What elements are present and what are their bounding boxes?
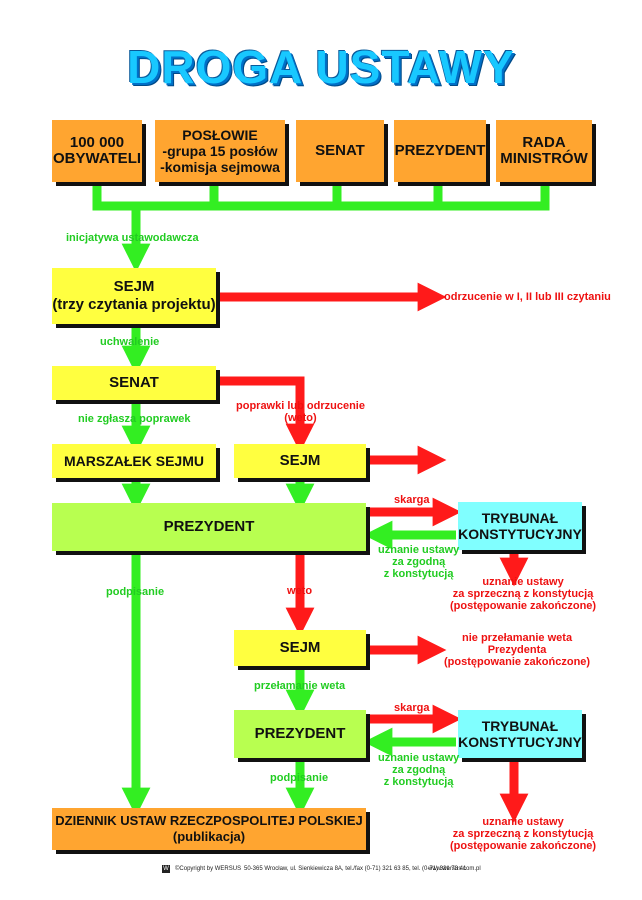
label-przelamanie: przełamanie weta	[254, 680, 346, 692]
label-nie-przelamanie: nie przełamanie weta Prezydenta (postępo…	[444, 632, 591, 668]
box-sejm-poprawki: SEJM	[234, 444, 366, 478]
label-uznanie-sprzeczna-1: uznanie ustawy za sprzeczną z konstytucj…	[450, 576, 597, 612]
label-inicjatywa: inicjatywa ustawodawcza	[66, 232, 199, 244]
initiator-rada-ministrow: RADA MINISTRÓW	[496, 120, 592, 182]
box-dziennik-ustaw: DZIENNIK USTAW RZECZPOSPOLITEJ POLSKIEJ …	[52, 808, 366, 850]
box-marszalek-sejmu: MARSZAŁEK SEJMU	[52, 444, 216, 478]
initiator-senat: SENAT	[296, 120, 384, 182]
label-skarga-2: skarga	[394, 702, 430, 714]
label-nie-zglasza: nie zgłasza poprawek	[78, 413, 191, 425]
box-sejm-czytania: SEJM (trzy czytania projektu)	[52, 268, 216, 324]
footer-address: 50-365 Wrocław, ul. Sienkiewicza 8A, tel…	[244, 866, 467, 872]
initiative-connector	[92, 183, 550, 211]
box-senat: SENAT	[52, 366, 216, 400]
footer-copyright: ©Copyright by WERSUS	[175, 866, 242, 872]
arrow-poprawki	[218, 376, 315, 453]
initiator-poslowie: POSŁOWIE -grupa 15 posłów -komisja sejmo…	[155, 120, 285, 182]
box-prezydent-2: PREZYDENT	[234, 710, 366, 758]
initiator-obywatele: 100 000 OBYWATELI	[52, 120, 142, 182]
label-podpisanie-1: podpisanie	[106, 586, 165, 598]
label-uznanie-zgodna-1: uznanie ustawy za zgodną z konstytucją	[378, 544, 460, 580]
label-uchwalenie: uchwalenie	[100, 336, 160, 348]
initiator-prezydent: PREZYDENT	[394, 120, 486, 182]
box-trybunal-1: TRYBUNAŁ KONSTYTUCYJNY	[458, 502, 582, 550]
page-title: DROGA USTAWY	[127, 41, 515, 93]
label-skarga-1: skarga	[394, 494, 430, 506]
box-prezydent: PREZYDENT	[52, 503, 366, 551]
label-uznanie-sprzeczna-2: uznanie ustawy za sprzeczną z konstytucj…	[450, 816, 597, 852]
label-uznanie-zgodna-2: uznanie ustawy za zgodną z konstytucją	[378, 752, 460, 788]
box-sejm-weto: SEJM	[234, 630, 366, 666]
footer-logo-icon: W	[162, 865, 170, 873]
footer-website: www.wersus.com.pl	[428, 866, 481, 872]
label-poprawki: poprawki lub odrzucenie (weto)	[236, 400, 365, 424]
label-podpisanie-2: podpisanie	[270, 772, 329, 784]
label-odrzucenie: odrzucenie w I, II lub III czytaniu	[444, 291, 611, 303]
label-weto: weto	[287, 585, 313, 597]
box-trybunal-2: TRYBUNAŁ KONSTYTUCYJNY	[458, 710, 582, 758]
